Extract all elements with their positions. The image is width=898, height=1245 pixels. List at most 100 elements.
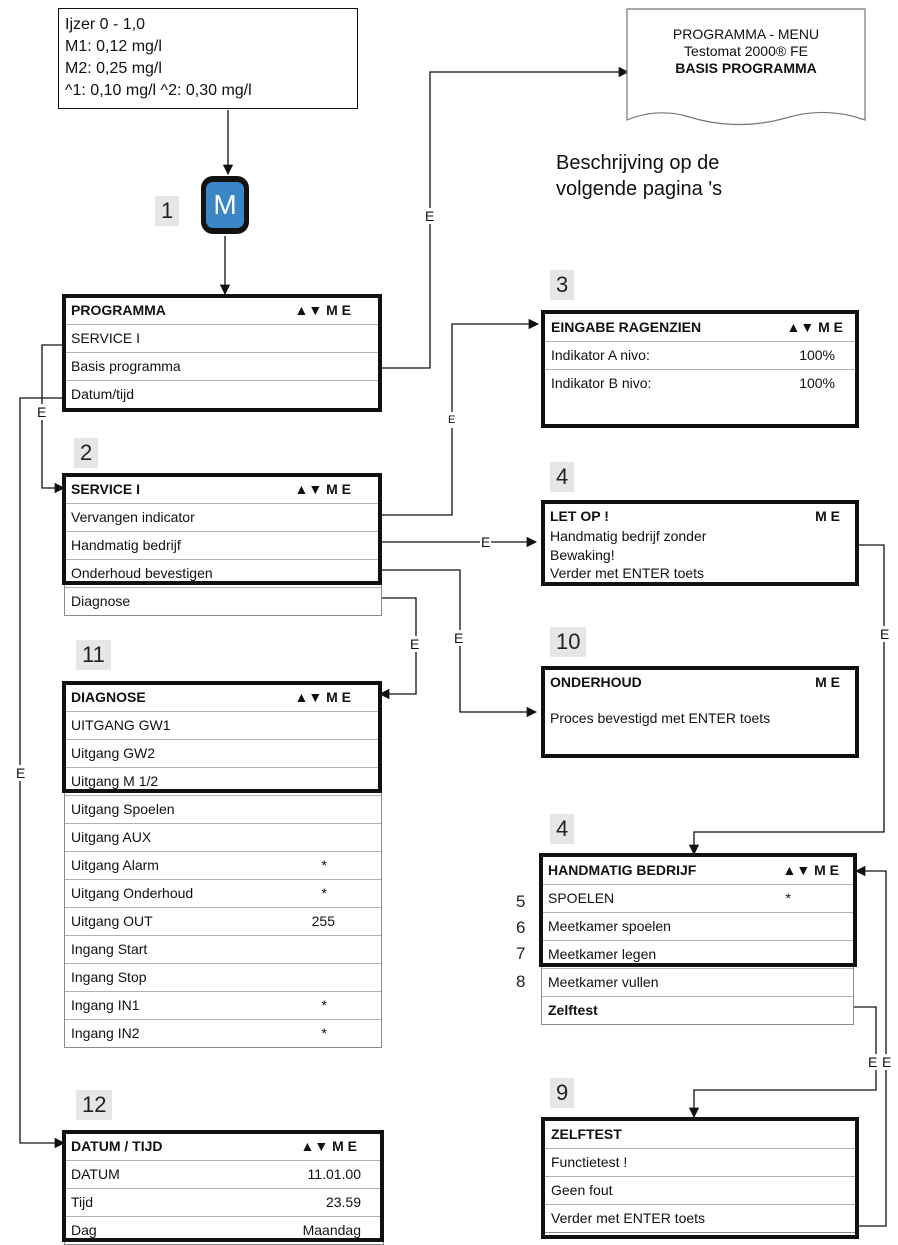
handmatig-row[interactable]: Meetkamer legen [542,941,853,969]
row-label: DATUM [71,1166,120,1182]
row-label: Uitgang M 1/2 [71,773,159,789]
row-value: 100% [799,347,835,363]
side-number: 6 [516,918,526,937]
handmatig-row[interactable]: SPOELEN* [542,885,853,913]
programma-menu: PROGRAMMA ▲▼ M E SERVICE I Basis program… [64,296,382,409]
side-number: 8 [516,972,526,991]
nav-keys: M E [815,674,840,690]
onderhoud-header: ONDERHOUD M E [550,672,850,692]
zelftest-line: Geen fout [545,1177,857,1205]
warning-line: Bewaking! [550,547,615,563]
edge-label: E [36,404,48,420]
param-line: Ijzer 0 - 1,0 [65,16,146,33]
row-label: Uitgang Onderhoud [71,885,194,901]
diagnose-header: DIAGNOSE ▲▼ M E [65,684,381,712]
diagnose-row[interactable]: Uitgang AUX [65,824,381,852]
handmatig-row[interactable]: Meetkamer vullen [542,969,853,997]
row-value: * [785,890,791,906]
row-label: Meetkamer spoelen [548,918,671,934]
row-value: * [321,997,327,1013]
edge-label: E [480,534,492,550]
description-note: Beschrijving op de volgende pagina 's [556,150,722,202]
row-label: Meetkamer vullen [548,974,659,990]
row-label: Ingang IN1 [71,997,140,1013]
nav-keys: ▲▼ M E [294,689,352,705]
menu-title: HANDMATIG BEDRIJF [548,862,697,878]
menu-item-vervangen-indicator[interactable]: Vervangen indicator [65,504,381,532]
row-label: Indikator A nivo: [551,347,650,363]
nav-keys: ▲▼ M E [294,481,352,497]
diagnose-row[interactable]: Uitgang Alarm* [65,852,381,880]
row-value: 11.01.00 [307,1166,361,1182]
nav-keys: ▲▼ M E [786,319,844,335]
row-label: Uitgang AUX [71,829,152,845]
screen-title: ONDERHOUD [550,674,642,690]
row-value: 255 [311,913,335,929]
menu-item-basis-programma[interactable]: Basis programma [65,353,381,381]
step-number-12: 12 [76,1090,113,1120]
diagnose-row[interactable]: Ingang IN2* [65,1020,381,1047]
diagnose-row[interactable]: UITGANG GW1 [65,712,381,740]
menu-title: PROGRAMMA [71,302,166,318]
nav-keys: ▲▼ M E [782,862,840,878]
diagnose-row[interactable]: Uitgang Spoelen [65,796,381,824]
menu-item-datum-tijd[interactable]: Datum/tijd [71,386,135,402]
zelftest-line: Verder met ENTER toets [551,1210,706,1226]
edge-label: E [447,412,457,428]
edge-label: E [881,1054,893,1070]
diagnose-row[interactable]: Uitgang M 1/2 [65,768,381,796]
menu-item-diagnose[interactable]: Diagnose [71,593,131,609]
screen-title: LET OP ! [550,508,609,524]
handmatig-row[interactable]: Meetkamer spoelen [542,913,853,941]
document-line: BASIS PROGRAMMA [675,60,817,76]
indicator-row: Indikator A nivo: 100% [545,342,857,370]
diagnose-menu: DIAGNOSE ▲▼ M E UITGANG GW1 Uitgang GW2 … [64,683,382,1048]
row-label: Meetkamer legen [548,946,657,962]
diagnose-row[interactable]: Uitgang Onderhoud* [65,880,381,908]
handmatig-row[interactable]: Zelftest [542,997,853,1024]
diagnose-row[interactable]: Ingang Stop [65,964,381,992]
param-line: ^1: 0,10 mg/l ^2: 0,30 mg/l [65,82,252,99]
screen-title: ZELFTEST [551,1126,622,1142]
service-header: SERVICE I ▲▼ M E [65,476,381,504]
menu-title: DIAGNOSE [71,689,146,705]
edge-label: E [453,630,465,646]
step-number-10: 10 [550,627,587,657]
menu-item-service[interactable]: SERVICE I [65,325,381,353]
note-line: Beschrijving op de [556,152,720,174]
row-value: 23.59 [325,1194,361,1210]
row-label: Uitgang Alarm [71,857,159,873]
param-line: M2: 0,25 mg/l [65,60,162,77]
param-line: M1: 0,12 mg/l [65,38,162,55]
diagnose-row[interactable]: Ingang IN1 * [65,992,381,1020]
onderhoud-message: Proces bevestigd met ENTER toets [550,710,771,726]
row-value: 100% [799,375,835,391]
eingabe-header: EINGABE RAGENZIEN ▲▼ M E [545,314,857,342]
m-key-button[interactable]: M [201,176,249,234]
datum-row[interactable]: DATUM 11.01.00 [65,1161,383,1189]
m-key-label: M [213,189,237,220]
screen-title: DATUM / TIJD [71,1138,163,1154]
menu-item-onderhoud-bevestigen[interactable]: Onderhoud bevestigen [65,560,381,588]
menu-item-handmatig-bedrijf[interactable]: Handmatig bedrijf [65,532,381,560]
diagnose-row[interactable]: Ingang Start [65,936,381,964]
letop-header: LET OP ! M E [550,506,850,526]
row-label: Uitgang GW2 [71,745,156,761]
document-line: Testomat 2000® FE [684,43,808,59]
nav-keys: M E [815,508,840,524]
handmatig-header: HANDMATIG BEDRIJF ▲▼ M E [542,857,853,885]
diagnose-row[interactable]: Uitgang GW2 [65,740,381,768]
nav-keys: ▲▼ M E [294,302,352,318]
row-label: Zelftest [548,1002,598,1018]
side-number: 7 [516,944,526,963]
step-number-1: 1 [155,196,180,226]
parameter-box: Ijzer 0 - 1,0 M1: 0,12 mg/l M2: 0,25 mg/… [58,8,358,109]
step-number-4-handmatig: 4 [550,814,575,844]
edge-label: E [424,208,436,224]
row-label: Ingang Start [71,941,148,957]
row-label: Ingang IN2 [71,1025,140,1041]
